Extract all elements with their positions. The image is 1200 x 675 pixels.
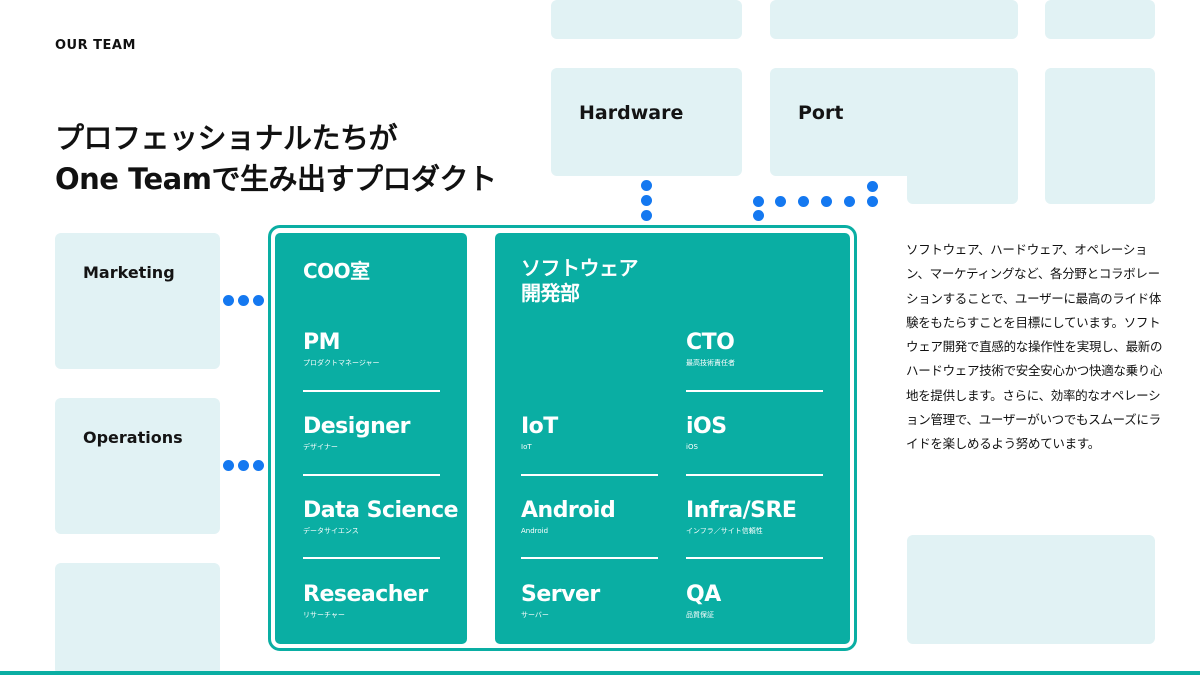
role-divider [686,390,823,392]
team-label-port: Port [798,102,844,124]
headline-line-2: One Teamで生み出すプロダクト [55,162,497,196]
role-name: Reseacher [303,582,428,607]
role-subtitle: 最高技術責任者 [686,359,735,367]
role-subtitle: iOS [686,443,698,451]
connector-dot [844,196,855,207]
page-headline: プロフェッショナルたちが One Teamで生み出すプロダクト [55,118,497,200]
connector-dot [223,295,234,306]
role-divider [521,474,658,476]
role-android: Android Android [521,498,661,536]
role-ios: iOS iOS [686,414,826,452]
role-divider [303,557,440,559]
role-subtitle: データサイエンス [303,527,359,535]
role-divider [521,557,658,559]
role-subtitle: インフラ／サイト信頼性 [686,527,763,535]
decor-tile [1045,68,1155,204]
role-name: iOS [686,414,727,439]
role-name: Android [521,498,616,523]
decor-tile [907,170,1018,204]
connector-dot [253,295,264,306]
connector-dot [641,195,652,206]
panel-title-coo: COO室 [303,259,370,283]
role-name: Data Science [303,498,459,523]
decor-tile [1045,0,1155,39]
panel-software: ソフトウェア 開発部 CTO 最高技術責任者 IoT IoT iOS iOS A… [495,233,850,644]
role-subtitle: デザイナー [303,443,338,451]
connector-dot [821,196,832,207]
panel-title-line-2: 開発部 [521,281,580,305]
role-name: PM [303,330,341,355]
role-subtitle: サーバー [521,611,549,619]
role-subtitle: Android [521,527,549,535]
role-designer: Designer デザイナー [303,414,443,452]
role-divider [303,390,440,392]
bottom-accent-line [0,671,1200,675]
section-kicker: OUR TEAM [55,38,136,53]
connector-dot [775,196,786,207]
team-tile-operations: Operations [55,398,220,534]
role-pm: PM プロダクトマネージャー [303,330,443,368]
connector-dot [223,460,234,471]
role-name: Server [521,582,600,607]
connector-dot [238,295,249,306]
connector-dot [641,210,652,221]
role-qa: QA 品質保証 [686,582,826,620]
panel-coo: COO室 PM プロダクトマネージャー Designer デザイナー Data … [275,233,467,644]
connector-dot [753,210,764,221]
role-subtitle: プロダクトマネージャー [303,359,380,367]
role-iot: IoT IoT [521,414,661,452]
connector-dot [867,196,878,207]
decor-tile [907,535,1155,644]
role-name: Designer [303,414,411,439]
role-data-science: Data Science データサイエンス [303,498,459,536]
team-tile-port: Port [770,68,1018,176]
role-divider [686,557,823,559]
headline-line-1: プロフェッショナルたちが [55,121,398,155]
team-label-operations: Operations [83,428,183,447]
role-subtitle: リサーチャー [303,611,345,619]
panel-title-line-1: ソフトウェア [521,256,639,280]
decor-tile [770,0,1018,39]
decor-tile [55,563,220,675]
connector-dot [641,180,652,191]
team-description: ソフトウェア、ハードウェア、オペレーション、マーケティングなど、各分野とコラボレ… [906,242,1163,452]
decor-tile [551,0,742,39]
team-label-marketing: Marketing [83,263,175,282]
connector-dot [867,181,878,192]
role-name: IoT [521,414,558,439]
role-cto: CTO 最高技術責任者 [686,330,826,368]
role-server: Server サーバー [521,582,661,620]
role-divider [303,474,440,476]
role-divider [686,474,823,476]
team-tile-hardware: Hardware [551,68,742,176]
connector-dot [238,460,249,471]
role-name: Infra/SRE [686,498,797,523]
connector-dot [753,196,764,207]
role-researcher: Reseacher リサーチャー [303,582,443,620]
role-subtitle: IoT [521,443,532,451]
role-name: QA [686,582,721,607]
role-infra-sre: Infra/SRE インフラ／サイト信頼性 [686,498,826,536]
connector-dot [253,460,264,471]
team-label-hardware: Hardware [579,102,684,124]
connector-dot [798,196,809,207]
team-tile-marketing: Marketing [55,233,220,369]
role-name: CTO [686,330,735,355]
role-subtitle: 品質保証 [686,611,714,619]
panel-title-software: ソフトウェア 開発部 [521,256,639,306]
